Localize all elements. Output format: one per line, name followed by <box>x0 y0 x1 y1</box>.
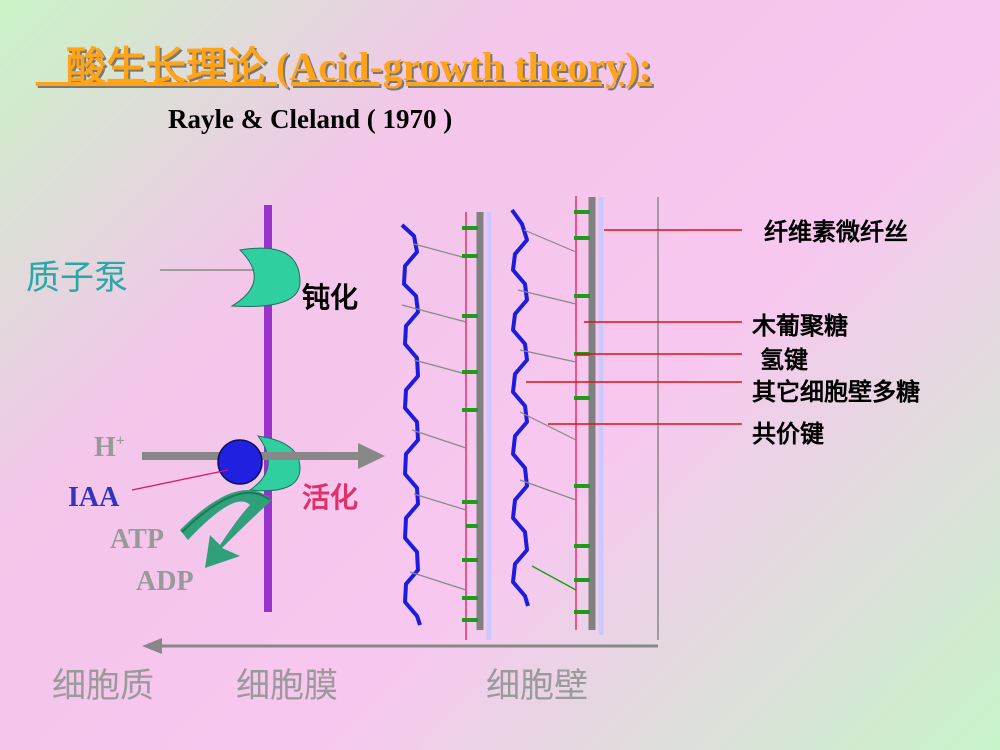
covalent-link-green <box>531 565 577 591</box>
covalent-bond-label: 共价键 <box>752 420 824 448</box>
label-leaders <box>526 229 742 425</box>
activation-label: 活化 <box>302 481 359 514</box>
adp-label: ADP <box>136 566 194 597</box>
cell-wall-layer-1 <box>400 212 492 640</box>
h-plus-superscript: + <box>115 432 125 450</box>
iaa-label: IAA <box>68 482 120 513</box>
inactive-pump-crescent <box>230 247 301 307</box>
active-pump-crescent <box>248 435 301 492</box>
iaa-receptor-circle <box>217 439 263 485</box>
xyloglucan-wave-2 <box>510 208 530 607</box>
cell-membrane-label: 细胞膜 <box>236 666 338 706</box>
cytoplasm-label: 细胞质 <box>52 666 154 706</box>
slide-subtitle: Rayle & Cleland ( 1970 ) <box>168 104 453 134</box>
cell-wall-label: 细胞壁 <box>486 666 588 706</box>
atp-adp-curved-arrow <box>180 490 272 568</box>
h-plus-label: H+ <box>94 432 125 464</box>
passivation-label: 钝化 <box>302 281 359 314</box>
atp-label: ATP <box>110 524 164 555</box>
h-plus-text: H <box>94 432 116 463</box>
hydrogen-bonds-1 <box>462 226 478 622</box>
hydrogen-bond-label: 氢键 <box>760 346 808 374</box>
cell-wall-layer-2 <box>510 196 604 635</box>
proton-arrow-head <box>358 443 385 469</box>
xyloglucan-label: 木葡聚糖 <box>752 312 848 340</box>
other-wall-polysaccharides-label: 其它细胞壁多糖 <box>752 378 920 406</box>
slide-title: _ 酸生长理论 (Acid-growth theory): <box>36 44 652 89</box>
xyloglucan-wave-1 <box>400 223 422 626</box>
iaa-leader <box>131 469 229 491</box>
crosslinks-2 <box>517 229 577 501</box>
crosslinks-1 <box>401 243 467 591</box>
proton-pump-label: 质子泵 <box>26 258 128 298</box>
cellulose-microfibril-label: 纤维素微纤丝 <box>764 218 908 246</box>
